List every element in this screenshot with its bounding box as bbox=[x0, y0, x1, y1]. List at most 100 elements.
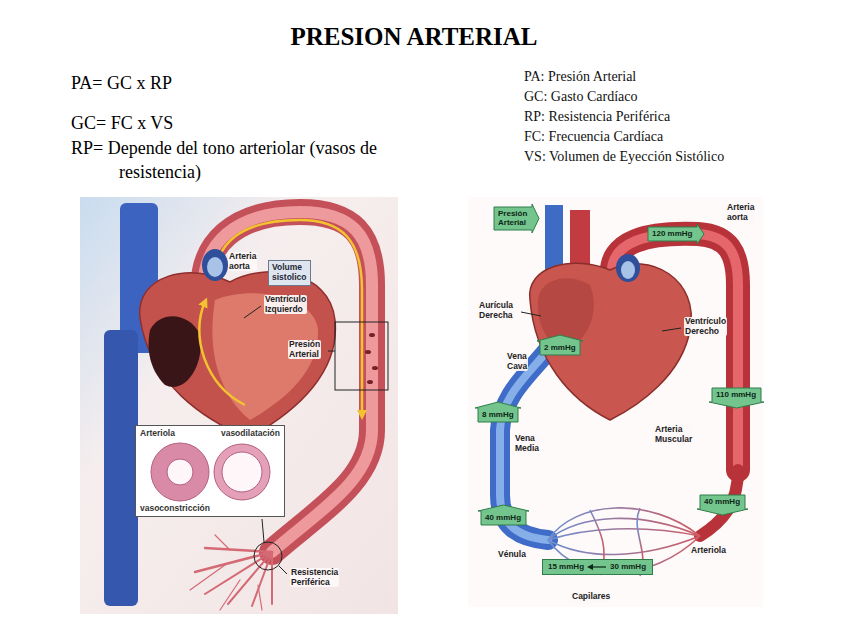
pressure-value: 8 mmHg bbox=[482, 410, 514, 419]
pressure-arrow: 120 mmHg bbox=[648, 227, 704, 241]
artery-trunk bbox=[570, 210, 590, 270]
arteriole-branches-part bbox=[258, 585, 262, 610]
left-illustration bbox=[80, 197, 398, 614]
arrow-symbol bbox=[591, 566, 606, 567]
part-label: Arteria Muscular bbox=[654, 425, 693, 444]
arteriole-ring bbox=[214, 444, 270, 500]
blood-cells-part bbox=[372, 366, 378, 370]
leader-line bbox=[244, 306, 261, 318]
arrow-shape bbox=[697, 495, 748, 515]
box-label: Volume sistolico bbox=[272, 263, 306, 283]
definition: FC: Frecuencia Cardíaca bbox=[524, 128, 663, 145]
pressure-value: 40 mmHg bbox=[704, 497, 741, 506]
arrow-symbol bbox=[587, 563, 607, 571]
arrow-shape bbox=[537, 335, 583, 355]
inset-caption: vasodilatación bbox=[221, 429, 280, 438]
part-label: Vena Media bbox=[514, 434, 540, 453]
definition: RP: Resistencia Periférica bbox=[524, 108, 670, 125]
pressure-arrow: 8 mmHg bbox=[478, 402, 518, 422]
capillary-net-part bbox=[548, 536, 700, 555]
formula: GC= FC x VS bbox=[71, 111, 173, 135]
arteriole-branches bbox=[190, 535, 272, 610]
capillary-net-part bbox=[548, 518, 700, 540]
blood-cells-part bbox=[369, 333, 375, 337]
vena-cava bbox=[104, 330, 138, 606]
aortic-valve bbox=[621, 261, 635, 279]
formula: RP= Depende del tono arteriolar (vasos d… bbox=[71, 136, 449, 184]
arteriole-branches-part bbox=[205, 548, 272, 552]
arteriole-ring bbox=[151, 443, 209, 501]
leader-line bbox=[279, 566, 287, 574]
part-label: Ventrículo Derecho bbox=[684, 317, 727, 336]
panel-ground bbox=[468, 197, 763, 607]
aortic-valve bbox=[616, 254, 640, 282]
right-illustration bbox=[468, 197, 763, 607]
pressure-value: 2 mmHg bbox=[544, 343, 576, 352]
detail-circle bbox=[254, 542, 282, 570]
pressure-value: 15 mmHg bbox=[548, 562, 584, 571]
pressure-arrow: 40 mmHg bbox=[700, 495, 745, 515]
arteriole-branches-part bbox=[215, 535, 230, 550]
definition: PA: Presión Arterial bbox=[524, 68, 636, 85]
formula: PA= GC x RP bbox=[71, 71, 172, 95]
pressure-arrow: 40 mmHg bbox=[481, 505, 526, 525]
inset-box: Arteriola vasodilatación vasoconstricción bbox=[135, 425, 285, 517]
arrow-shape bbox=[709, 388, 764, 408]
heart-chamber bbox=[149, 316, 201, 387]
aortic-valve bbox=[207, 257, 223, 277]
arteriole-branches-part bbox=[220, 580, 240, 610]
arteriole-ring bbox=[159, 451, 201, 493]
arrow-shape bbox=[475, 402, 521, 422]
pressure-box: 15 mmHg 30 mmHg bbox=[542, 559, 653, 575]
leader-line bbox=[662, 328, 681, 331]
inset-ground bbox=[135, 425, 285, 517]
arteriole-ring bbox=[167, 459, 193, 485]
blood-cells-part bbox=[367, 380, 373, 384]
pressure-value: 30 mmHg bbox=[610, 562, 646, 571]
pressure-arrow: 2 mmHg bbox=[540, 335, 580, 355]
arteriole-branches-part bbox=[228, 552, 272, 604]
pressure-arrow: 110 mmHg bbox=[712, 388, 761, 408]
part-label: Aurícula Derecha bbox=[478, 301, 514, 320]
definition: GC: Gasto Cardíaco bbox=[524, 88, 638, 105]
arteriole-branches-part bbox=[190, 565, 225, 590]
capillary-net-part bbox=[548, 536, 700, 573]
heart bbox=[140, 272, 336, 438]
arrow-shape bbox=[494, 204, 539, 233]
detail-box bbox=[335, 322, 388, 390]
leader-line bbox=[521, 312, 541, 316]
leader-line bbox=[262, 519, 264, 542]
label-box: Volume sistolico bbox=[268, 260, 311, 286]
aortic-valve bbox=[202, 249, 228, 281]
panel-ground bbox=[80, 197, 398, 614]
capillary-net bbox=[548, 508, 700, 576]
arteriole-branches-part bbox=[205, 552, 272, 594]
part-label: Vénula bbox=[497, 550, 527, 560]
arrow-label: Presión Arterial bbox=[498, 209, 527, 227]
arrow-shape bbox=[478, 505, 529, 525]
part-label: Arteriola bbox=[690, 546, 727, 556]
pressure-value: 110 mmHg bbox=[716, 390, 757, 399]
arrow-shape bbox=[648, 224, 704, 244]
arteriole-branches-part bbox=[195, 552, 272, 572]
leader-line bbox=[328, 351, 335, 352]
part-label: Capilares bbox=[571, 592, 611, 602]
arrow-symbol bbox=[587, 564, 593, 570]
heart bbox=[530, 263, 692, 420]
part-label: Arteria aorta bbox=[726, 203, 755, 222]
pressure-value: 120 mmHg bbox=[652, 229, 693, 238]
definition: VS: Volumen de Eyección Sistólico bbox=[524, 148, 724, 165]
pressure-arrow: Presión Arterial bbox=[494, 207, 539, 230]
arteriole-ring bbox=[222, 452, 262, 492]
capillary-net-part bbox=[548, 529, 700, 540]
part-label: Ventrículo Izquierdo bbox=[264, 295, 307, 314]
pressure-value: 40 mmHg bbox=[485, 513, 522, 522]
arteriole-ring bbox=[218, 448, 266, 496]
part-label: Presión Arterial bbox=[288, 340, 321, 359]
flow-arrow bbox=[199, 302, 245, 405]
part-label: Vena Cava bbox=[506, 352, 528, 371]
arteriole-branches-part bbox=[271, 552, 273, 604]
inset-caption: Arteriola bbox=[140, 429, 175, 438]
inset-caption: vasoconstricción bbox=[140, 504, 210, 513]
